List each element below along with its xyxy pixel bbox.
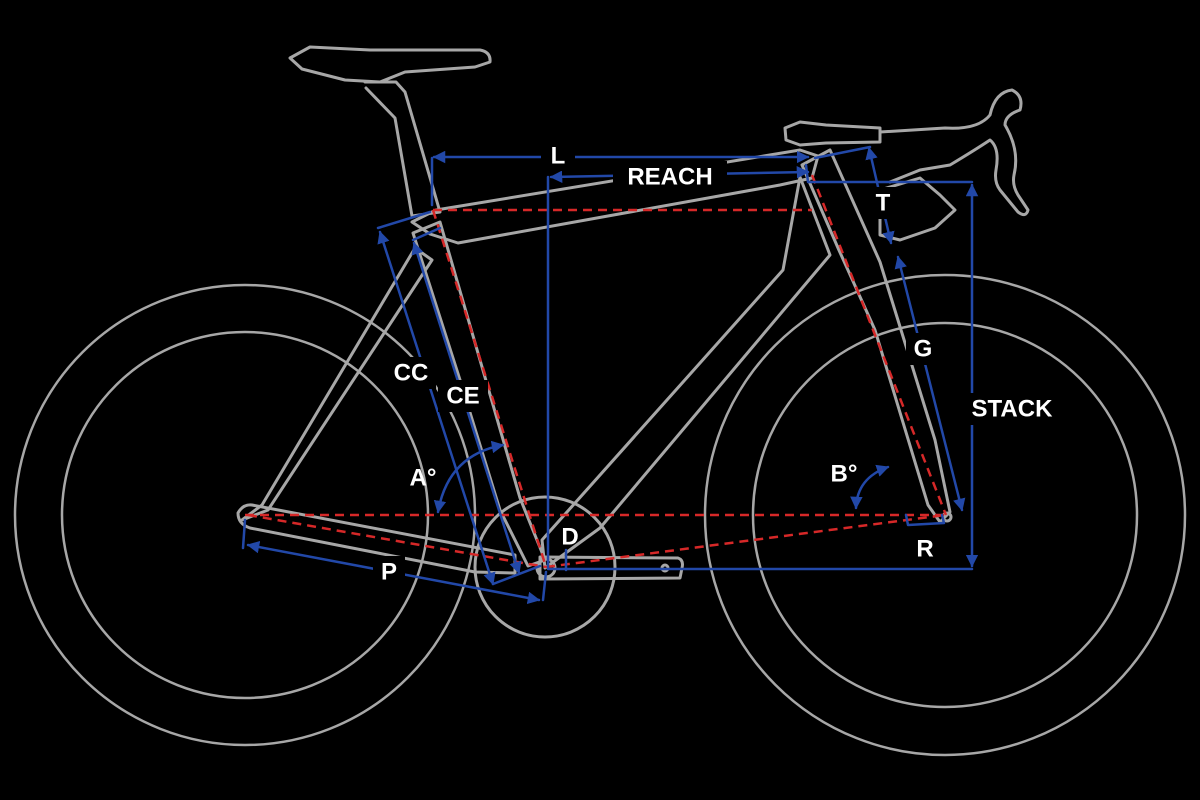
seatpost	[363, 80, 442, 218]
crank-arm	[538, 555, 684, 581]
r-dimension-bracket	[904, 513, 946, 527]
drivetrain	[473, 495, 684, 639]
label-ce: CE	[446, 383, 479, 410]
label-g: G	[914, 336, 933, 363]
saddle	[288, 45, 492, 84]
p-dimension-tick-right	[541, 570, 548, 602]
stack-top-reference	[804, 163, 974, 184]
t-dimension-tick	[813, 145, 872, 160]
a-angle-arc	[433, 440, 505, 514]
label-l: L	[551, 143, 566, 170]
reference-guides	[245, 174, 948, 569]
cc-dimension-tick	[376, 210, 432, 230]
dimension-lines	[241, 145, 979, 605]
label-stack: STACK	[972, 396, 1054, 423]
p-dimension-tick	[241, 518, 247, 550]
label-d: D	[561, 524, 578, 551]
bike-frame	[236, 45, 1030, 575]
b-angle-arc	[850, 464, 890, 510]
label-t: T	[876, 190, 891, 217]
label-a-angle: A°	[410, 465, 437, 492]
handlebar	[878, 88, 1030, 217]
label-reach: REACH	[627, 164, 712, 191]
label-r: R	[916, 536, 933, 563]
front-center-guide	[545, 513, 946, 569]
ce-dimension-tick	[411, 226, 442, 242]
stem	[783, 120, 882, 147]
g-dimension-line	[894, 255, 966, 512]
dimension-labels: L REACH T G STACK CC CE A° B° D P R	[373, 141, 1062, 588]
label-cc: CC	[394, 360, 429, 387]
label-b-angle: B°	[831, 461, 858, 488]
label-p: P	[381, 559, 397, 586]
